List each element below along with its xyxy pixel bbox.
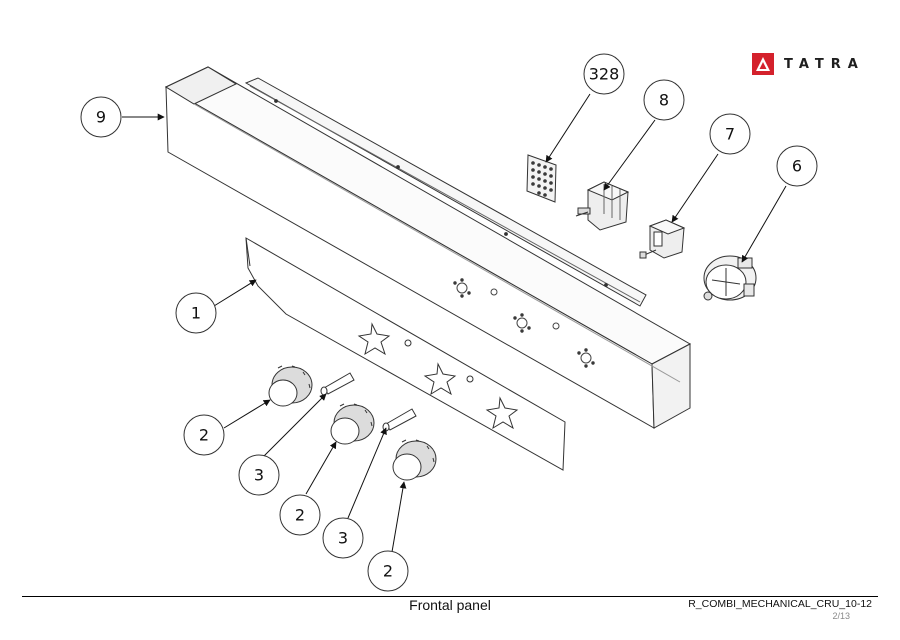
control-panel-housing xyxy=(164,66,692,429)
callout-label-6: 6 xyxy=(792,157,802,176)
energy-regulator xyxy=(575,181,630,231)
callout-8 xyxy=(643,79,685,121)
callout-label-3b: 3 xyxy=(338,529,348,548)
callout-label-8: 8 xyxy=(659,91,669,110)
callout-1 xyxy=(175,292,217,334)
knob-bottom xyxy=(392,439,437,481)
selector-switch xyxy=(639,219,686,259)
callout-7 xyxy=(709,113,751,155)
callout-bubbles xyxy=(80,53,818,592)
callout-6 xyxy=(776,145,818,187)
callout-3b xyxy=(322,517,364,559)
callout-2c xyxy=(367,550,409,592)
shaft-extension-bottom xyxy=(382,408,417,432)
rotary-timer xyxy=(703,255,757,301)
leader-lines xyxy=(122,93,787,553)
callout-3a xyxy=(238,454,280,496)
callout-2a xyxy=(183,414,225,456)
brand-logo: TATRA xyxy=(752,52,892,76)
callout-label-9: 9 xyxy=(96,108,106,127)
brand-name: TATRA xyxy=(784,56,865,72)
callout-label-2c: 2 xyxy=(383,562,393,581)
callout-label-3a: 3 xyxy=(254,466,264,485)
document-code: R_COMBI_MECHANICAL_CRU_10-12 xyxy=(688,598,872,610)
callout-label-2a: 2 xyxy=(199,426,209,445)
knob-middle xyxy=(330,403,375,445)
callout-2b xyxy=(279,494,321,536)
callout-label-2b: 2 xyxy=(295,506,305,525)
footer-divider xyxy=(22,596,878,597)
callout-9 xyxy=(80,96,122,138)
callout-328 xyxy=(583,53,625,95)
shaft-extension-top xyxy=(320,372,355,396)
microswitch-board xyxy=(526,154,557,203)
callout-label-328: 328 xyxy=(589,65,620,84)
knob-top xyxy=(268,365,313,407)
page-number: 2/13 xyxy=(832,611,850,621)
footer-title: Frontal panel xyxy=(409,597,491,613)
brand-mark-icon xyxy=(752,53,774,75)
front-panel-plate xyxy=(245,237,566,471)
callout-label-7: 7 xyxy=(725,125,735,144)
callout-label-1: 1 xyxy=(191,304,201,323)
